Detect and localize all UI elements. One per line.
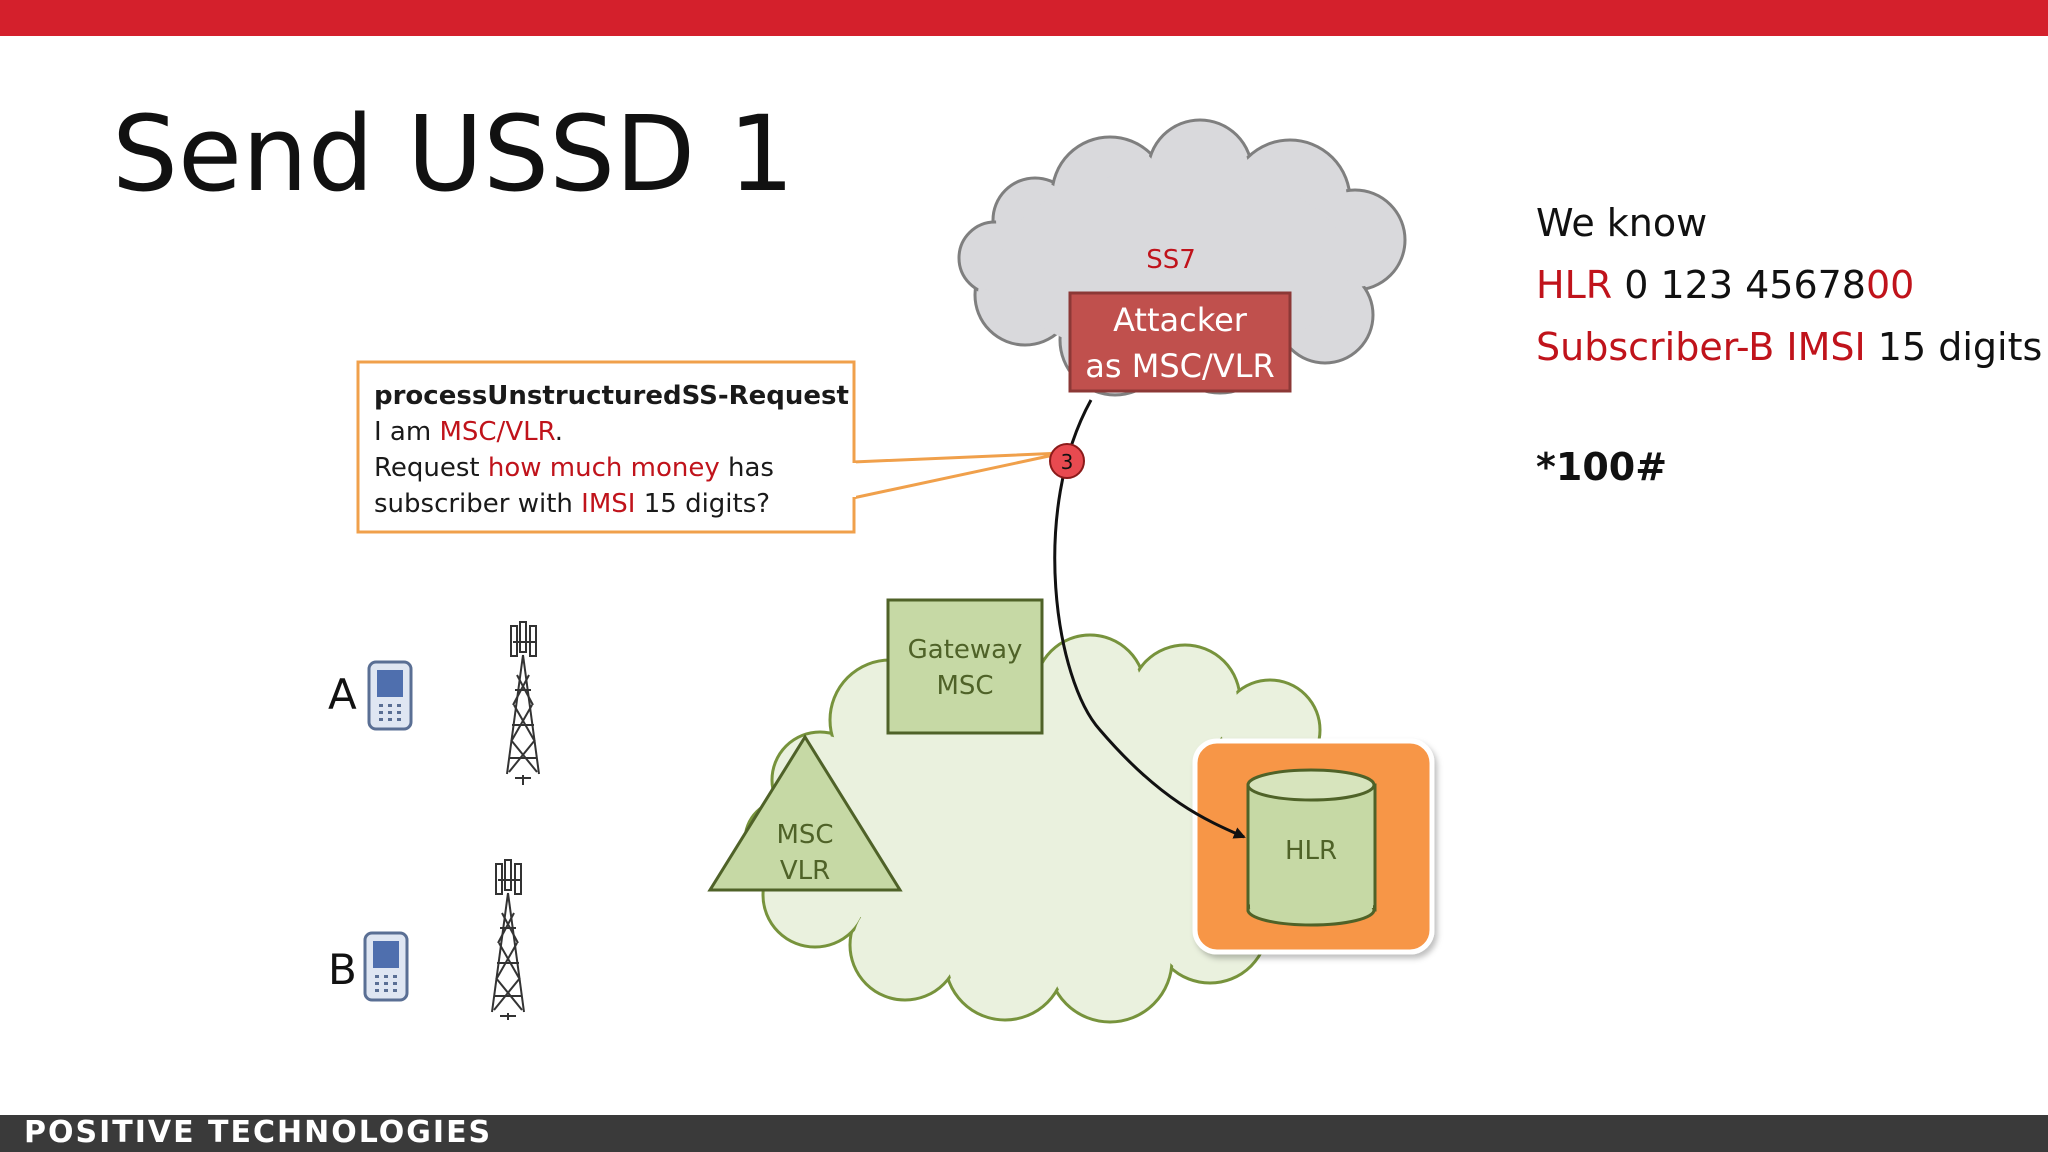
msc-vlr-label-line2: VLR (780, 856, 830, 886)
facts-imsi-label: Subscriber-B IMSI (1536, 325, 1866, 369)
facts-hlr-number: 0 123 45678 (1612, 263, 1866, 307)
facts-imsi-value: 15 digits (1865, 325, 2043, 369)
phone-icon (367, 660, 413, 731)
gateway-msc-label-line1: Gateway (908, 635, 1023, 665)
cell-tower-icon (506, 621, 540, 785)
hlr-label: HLR (1285, 836, 1337, 866)
cell-tower-icon (491, 859, 525, 1020)
ussd-code: *100# (1536, 445, 1668, 489)
hlr-node (1192, 738, 1435, 955)
subscriber-b-label: B (328, 945, 357, 994)
step-marker (1049, 443, 1085, 479)
callout-line-3-highlight: IMSI (581, 489, 636, 519)
top-accent-bar (0, 0, 2048, 36)
brand-logo-text: POSITIVE TECHNOLOGIES (24, 1115, 493, 1150)
callout-title: processUnstructuredSS-Request (374, 381, 849, 411)
attacker-label-line1: Attacker (1113, 301, 1248, 339)
callout-line-3-end: 15 digits? (635, 489, 771, 519)
callout-line-2: Request how much money has (374, 450, 852, 486)
msc-vlr-label-line1: MSC (776, 820, 833, 850)
msc-vlr-node (707, 734, 903, 892)
callout-line-1: I am MSC/VLR. (374, 414, 852, 450)
facts-hlr-number-suffix: 00 (1865, 263, 1915, 307)
callout-line-1-highlight: MSC/VLR (439, 417, 555, 447)
signaling-path (1053, 399, 1246, 839)
callout-line-1-text: I am (374, 417, 440, 447)
phone-icon (363, 931, 409, 1002)
callout-box (356, 360, 856, 534)
callout-line-2-highlight: how much money (487, 453, 720, 483)
facts-imsi-line: Subscriber-B IMSI 15 digits (1536, 316, 2042, 378)
callout-line-2-end: has (719, 453, 774, 483)
callout-text: processUnstructuredSS-Request I am MSC/V… (360, 364, 852, 530)
attacker-label-line2: as MSC/VLR (1085, 347, 1274, 385)
callout-pointer (851, 451, 1064, 500)
facts-hlr-label: HLR (1536, 263, 1613, 307)
gateway-msc-node (886, 598, 1044, 735)
facts-hlr-line: HLR 0 123 4567800 (1536, 254, 2036, 316)
callout-line-2-text: Request (374, 453, 488, 483)
footer-bar (0, 1115, 2048, 1152)
step-marker-number: 3 (1061, 450, 1074, 474)
callout-line-1-end: . (554, 417, 563, 447)
known-facts-panel: We know HLR 0 123 4567800 Subscriber-B I… (1536, 192, 2042, 498)
gateway-msc-label-line2: MSC (936, 671, 993, 701)
ss7-label: SS7 (1146, 245, 1196, 275)
attacker-node (1068, 291, 1292, 393)
subscriber-a-label: A (328, 670, 357, 719)
facts-heading: We know (1536, 201, 1708, 245)
callout-line-3-text: subscriber with (374, 489, 582, 519)
slide-title: Send USSD 1 (112, 93, 795, 215)
callout-line-3: subscriber with IMSI 15 digits? (374, 486, 852, 522)
